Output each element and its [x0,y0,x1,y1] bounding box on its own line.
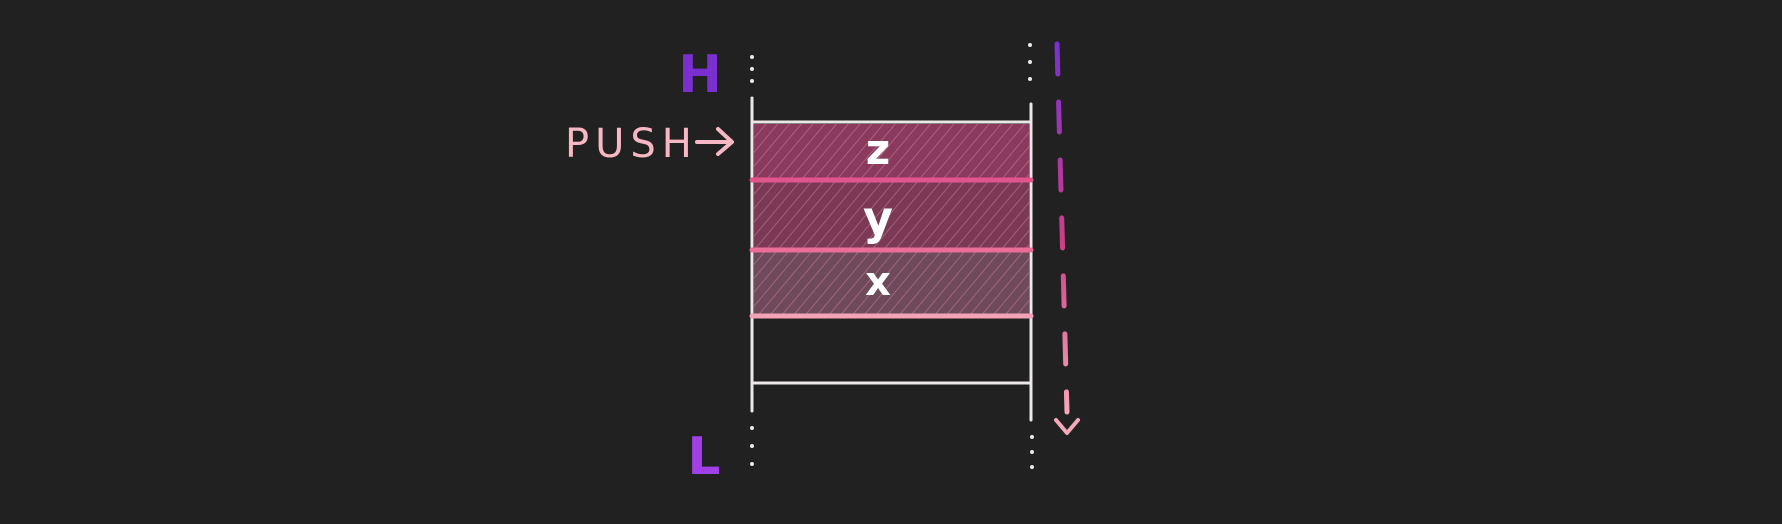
stack-cells: zyx [754,124,1029,314]
down-arrow-icon [1054,41,1080,435]
stack-cell-hatching [754,252,1029,314]
top-left-ellipsis [750,55,754,83]
stack-cell-label: z [866,125,890,174]
high-address-label: H [678,45,722,105]
low-address-label: L [687,427,720,487]
push-label: PUSH [565,121,698,167]
top-right-ellipsis [1028,43,1032,81]
stack-cell-hatching [754,124,1029,178]
bottom-right-ellipsis [1030,435,1034,469]
stack-dividers [749,177,1034,319]
right-arrow-icon [695,127,734,156]
bottom-left-ellipsis [750,426,754,466]
stack-outline [750,96,1033,422]
stack-cell-label: y [863,191,893,245]
stack-cell-label: x [865,259,891,305]
stack-cell-hatching [754,182,1029,248]
